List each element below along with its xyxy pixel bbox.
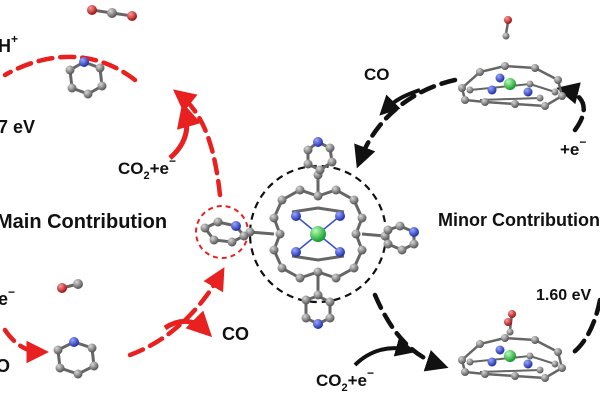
main-product-label: CO (222, 324, 249, 344)
pyridine-top-left (65, 57, 107, 99)
minor-arrow-right-top (556, 82, 586, 133)
minor-arrow-bottom (372, 292, 449, 372)
co2-molecule-top (87, 5, 137, 21)
minor-electron-label: +e− (560, 135, 586, 159)
minor-reactant-label: CO2+e− (316, 366, 374, 394)
minor-energy-label: 1.60 eV (536, 287, 591, 304)
main-arrow-bottom-left (2, 327, 49, 364)
nitrogen-atoms (231, 137, 419, 329)
main-top-cation: H+ (0, 32, 18, 56)
porphyrin-side-top (458, 16, 566, 110)
main-arrow-top (172, 89, 223, 198)
main-cycle-arrows (2, 54, 225, 364)
main-arrow-bottom (127, 267, 225, 358)
main-branch-co (163, 310, 213, 338)
main-energy-label: 7 eV (0, 117, 35, 137)
main-electron-label: e− (0, 285, 15, 309)
minor-cycle-title: Minor Contribution (438, 210, 600, 230)
minor-product-label: CO (364, 65, 390, 84)
main-branch-co2 (168, 102, 202, 160)
minor-branch-co2 (353, 337, 416, 367)
minor-arrow-right-bottom (567, 297, 600, 358)
main-arrow-top-left (2, 54, 138, 83)
porphyrin-molecule (200, 137, 419, 329)
pyridine-bottom-left (53, 337, 99, 379)
metal-center (310, 226, 326, 242)
minor-arrow-top (354, 77, 458, 169)
co-molecule-left (57, 279, 83, 293)
minor-branch-co (379, 88, 421, 116)
main-cycle-title: Main Contribution (0, 211, 167, 233)
main-reactant-label: CO2+e− (118, 154, 176, 182)
main-edge-label: O (0, 356, 10, 376)
porphyrin-side-bottom (458, 310, 566, 382)
carbon-atoms (200, 143, 419, 323)
